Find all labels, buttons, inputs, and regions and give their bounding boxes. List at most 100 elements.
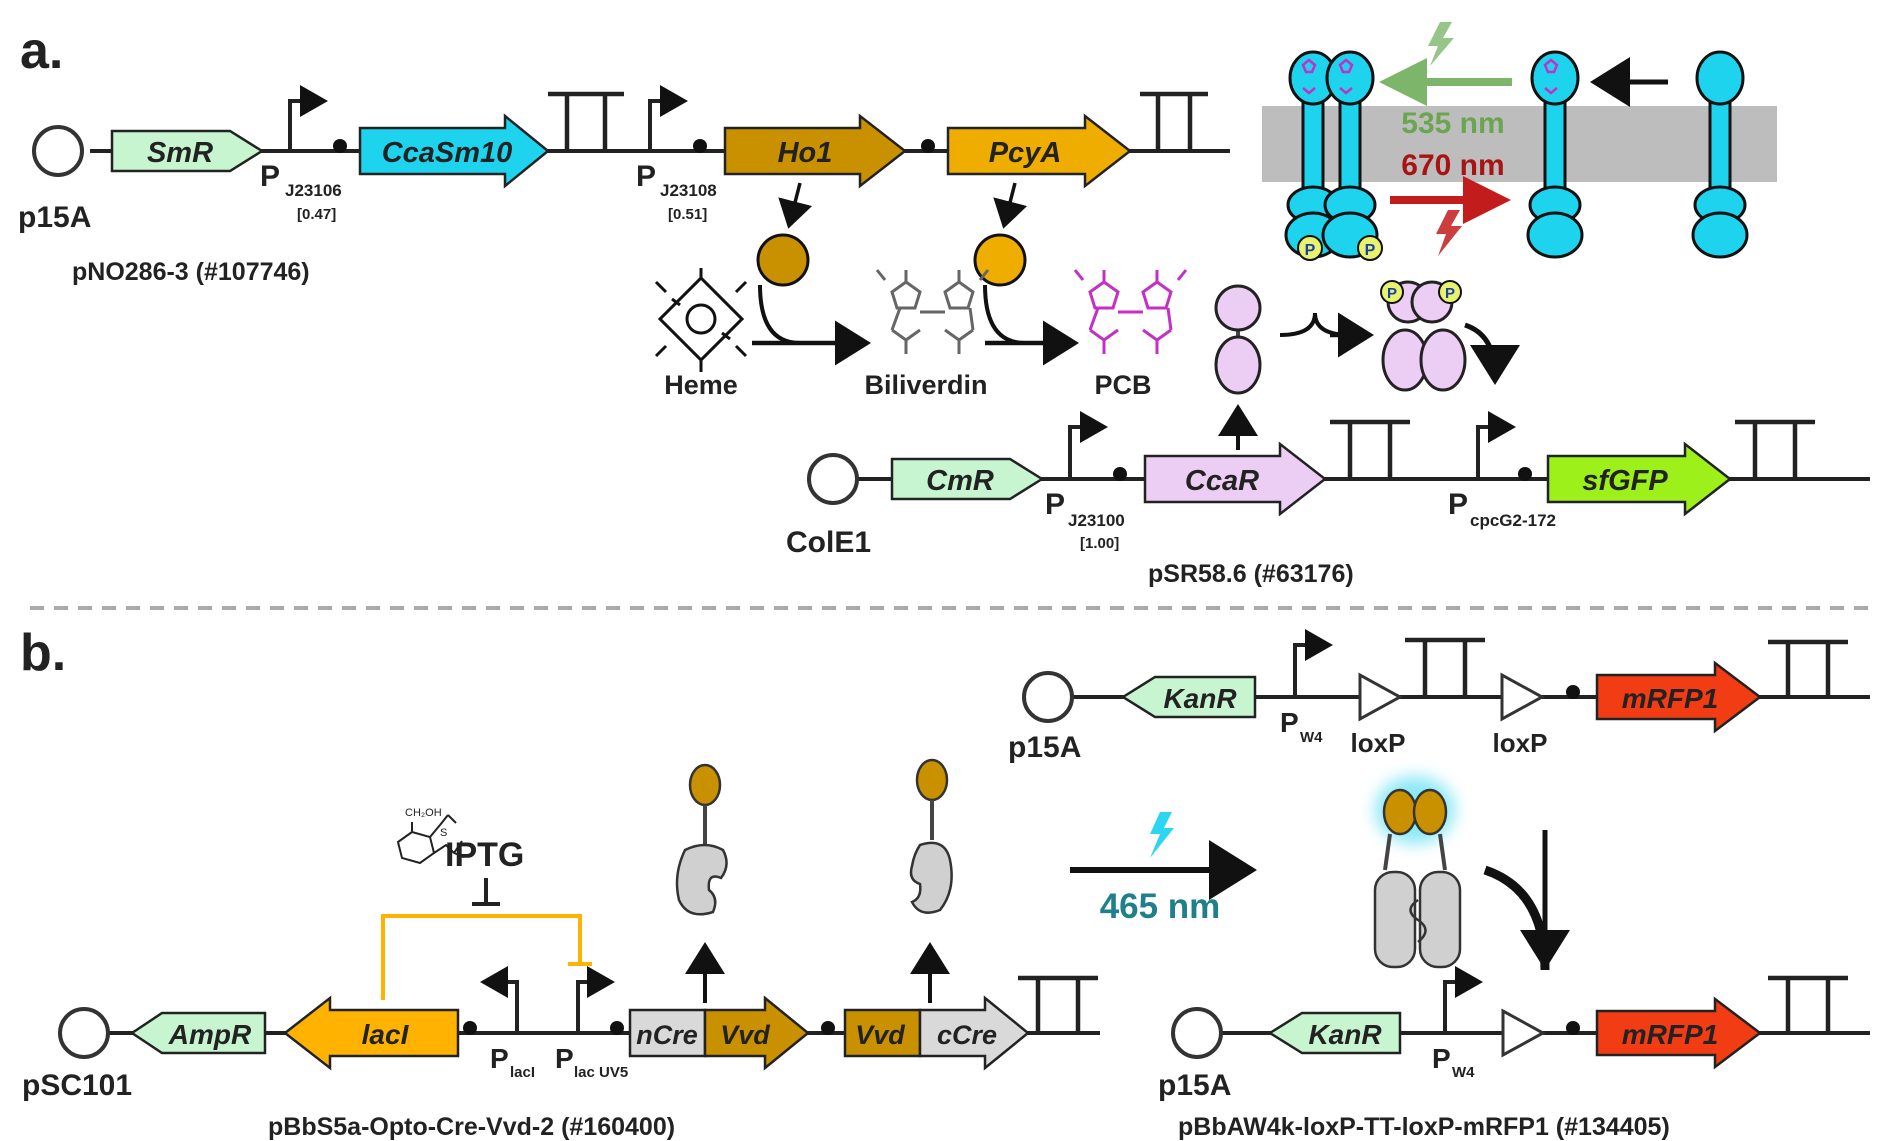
ncre-vvd-protein-icon: [675, 763, 728, 916]
promoter-lacuv5-label: P: [555, 1043, 574, 1074]
ccre-label: cCre: [937, 1020, 997, 1050]
ho1-label: Ho1: [778, 137, 833, 169]
terminator-icon: [1018, 975, 1098, 1033]
promoter-j23108-strength: [0.51]: [668, 206, 707, 223]
mrfp1-gene: [1595, 660, 1763, 734]
rbs-icon: [921, 139, 935, 153]
opto-plasmid-name: pBbS5a-Opto-Cre-Vvd-2 (#160400): [268, 1113, 675, 1141]
expression-arrow-icon: [778, 182, 813, 229]
promoter-j23106-strength: [0.47]: [297, 206, 336, 223]
phospho-label: P: [1387, 285, 1397, 302]
iptg-s-label: S: [440, 827, 447, 839]
green-wavelength-label: 535 nm: [1401, 107, 1504, 140]
expression-arrow-icon: [993, 182, 1028, 229]
rbs-icon: [1566, 1021, 1580, 1035]
ampr-gene: [129, 1011, 267, 1055]
promoter-j23106-sub: J23106: [285, 181, 342, 200]
promoter-lacuv5-icon: [576, 966, 615, 1033]
promoter-j23108-label: P: [636, 160, 656, 193]
terminator-icon: [1768, 975, 1848, 1033]
phosphorylation-arrow-icon: [1279, 312, 1351, 337]
red-light-bolt-icon: [1436, 210, 1462, 256]
ccre-domain: [918, 995, 1030, 1071]
ccasm10-label: CcaSm10: [382, 137, 513, 169]
promoter-laci-sub: lacI: [510, 1064, 535, 1081]
promoter-w4-sub: W4: [1300, 729, 1323, 746]
kanr-gene: [1120, 675, 1257, 719]
laci-label: lacI: [362, 1019, 410, 1050]
ccasm10-gene: [358, 113, 550, 189]
blue-wavelength-label: 465 nm: [1100, 887, 1221, 926]
promoter-w4-label: P: [1432, 1043, 1451, 1074]
ho1-gene: [723, 113, 908, 189]
loxp-label-1: loxP: [1351, 728, 1406, 758]
reporter-plasmid-name: pBbAW4k-loxP-TT-loxP-mRFP1 (#134405): [1178, 1113, 1670, 1141]
loxp-site-icon: [1500, 672, 1546, 722]
kanr-label: KanR: [1308, 1019, 1382, 1050]
promoter-cpcg2-sub: cpcG2-172: [1470, 511, 1556, 530]
reporter-plasmid-bottom: p15A KanR P W4 mRFP1 pBbAW4k-loxP-TT-lox…: [1158, 966, 1870, 1141]
ori-label: p15A: [1158, 1069, 1231, 1102]
promoter-laci-icon: [480, 966, 519, 1033]
opto-cre-plasmid: pSC101 AmpR lacI P lacI P lac UV5 nCre V…: [22, 966, 1100, 1141]
ori-label: p15A: [18, 201, 91, 234]
origin-p15A-icon: [1171, 1007, 1223, 1059]
panel-a-label: a.: [20, 22, 63, 80]
mrfp1-label: mRFP1: [1622, 1019, 1718, 1050]
ori-label: ColE1: [786, 526, 871, 559]
rbs-icon: [693, 139, 707, 153]
vvd-label-2: Vvd: [855, 1020, 905, 1050]
iptg-struct-label: CH₂OH: [405, 807, 442, 819]
promoter-j23106-icon: [288, 85, 328, 151]
vvd-ccre-protein-icon: [909, 758, 953, 914]
phospho-label: P: [1365, 242, 1376, 259]
ori-label: pSC101: [22, 1069, 132, 1102]
pcb-structure-icon: [1073, 269, 1188, 354]
promoter-j23100-icon: [1068, 411, 1108, 479]
origin-cole1-icon: [807, 453, 859, 505]
rbs-icon: [1113, 467, 1127, 481]
ampr-label: AmpR: [168, 1019, 252, 1050]
ccar-dimer-phospho-icon: P P: [1380, 280, 1467, 392]
cmr-label: CmR: [926, 465, 994, 497]
terminator-icon: [1735, 419, 1815, 479]
smr-gene: [110, 129, 265, 173]
rbs-icon: [333, 139, 347, 153]
terminator-icon: [548, 91, 624, 151]
loxp-site-icon: [1358, 672, 1404, 722]
promoter-j23100-label: P: [1045, 488, 1065, 521]
red-wavelength-label: 670 nm: [1401, 149, 1504, 182]
promoter-cpcg2-label: P: [1448, 488, 1468, 521]
ccar-gene: [1143, 441, 1328, 517]
sfgfp-gene: [1546, 441, 1733, 517]
catalysis-curve-icon: [983, 284, 1026, 345]
rbs-icon: [1518, 467, 1532, 481]
rbs-icon: [463, 1021, 477, 1035]
iptg-structure-icon: [396, 814, 465, 865]
rbs-icon: [610, 1021, 624, 1035]
phospho-label: P: [1445, 285, 1455, 302]
cmr-gene: [890, 457, 1045, 501]
laci-gene: [282, 995, 460, 1071]
terminator-icon: [1768, 639, 1848, 697]
heme-label: Heme: [664, 370, 738, 400]
ccar-monomer-icon: [1214, 284, 1262, 395]
blue-light-bolt-icon: [1150, 812, 1174, 858]
promoter-j23100-sub: J23100: [1068, 511, 1125, 530]
pcya-gene: [946, 113, 1133, 189]
inhibition-icon: [472, 878, 500, 906]
terminator-icon: [1330, 419, 1410, 479]
plasmid2-name: pSR58.6 (#63176): [1148, 560, 1354, 588]
plasmid-pNO286-3: p15A SmR P J23106 [0.47] CcaSm10 P J2310…: [18, 85, 1230, 286]
phospho-label: P: [1305, 242, 1316, 259]
panel-b-label: b.: [20, 624, 66, 682]
terminator-icon: [1405, 637, 1485, 697]
terminator-icon: [1140, 91, 1208, 151]
ori-label: p15A: [1008, 731, 1081, 764]
loxp-label-2: loxP: [1493, 728, 1548, 758]
ho1-enzyme-icon: [756, 233, 810, 287]
origin-p15A-icon: [1022, 671, 1074, 723]
rbs-icon: [1566, 685, 1580, 699]
promoter-j23100-strength: [1.00]: [1080, 535, 1119, 552]
kanr-label: KanR: [1163, 683, 1237, 714]
